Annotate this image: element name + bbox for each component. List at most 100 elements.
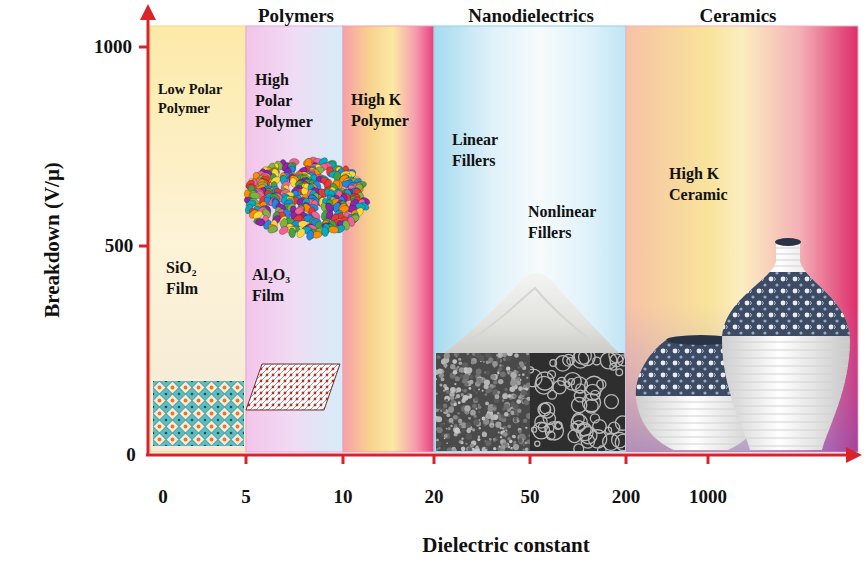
sem-grain: [460, 441, 463, 444]
sem-grain: [459, 425, 462, 428]
sem-grain: [436, 355, 440, 359]
sem-pore: [574, 444, 584, 451]
sem-grain: [436, 441, 441, 447]
lattice-atom: [191, 432, 194, 435]
sem-grain: [463, 389, 467, 393]
lattice-atom: [178, 432, 181, 435]
sem-grain: [498, 431, 500, 433]
sem-grain: [478, 404, 480, 406]
groove: [718, 365, 854, 366]
sem-grain: [458, 419, 462, 423]
sem-grain: [508, 394, 511, 397]
sem-grain: [443, 404, 448, 409]
sem-grain: [448, 427, 451, 430]
sem-grain: [462, 395, 468, 401]
sem-pore: [554, 422, 562, 430]
lattice-atom: [243, 445, 244, 446]
sem-grain: [471, 385, 475, 389]
sem-grain: [518, 430, 521, 433]
axis-tick: [245, 455, 248, 464]
lattice-atom: [191, 445, 194, 446]
sem-grain: [457, 412, 460, 415]
sem-grain: [510, 407, 513, 410]
sem-pore: [568, 430, 581, 443]
lattice-atom: [165, 381, 168, 382]
sem-grain: [445, 399, 448, 402]
sem-grain: [466, 422, 472, 428]
sem-grain: [468, 387, 471, 390]
lattice-atom: [158, 438, 162, 442]
sem-pore: [540, 403, 550, 413]
sem-grain: [502, 426, 507, 431]
sem-grain: [438, 447, 440, 449]
lattice-atom: [217, 381, 220, 382]
lattice-atom: [197, 399, 201, 403]
lattice-cell: [225, 414, 238, 427]
sem-grain: [526, 377, 528, 379]
sem-grain: [503, 426, 505, 428]
sem-grain: [510, 447, 513, 450]
sem-grain: [451, 399, 455, 403]
lattice-atom: [204, 445, 207, 446]
sem-grain: [450, 400, 456, 406]
sem-grain: [454, 353, 457, 356]
group-heading: Polymers: [258, 5, 334, 27]
sem-grain: [454, 353, 460, 356]
sem-grain: [491, 425, 494, 428]
sem-grain: [501, 440, 503, 442]
lattice-atom: [153, 381, 154, 382]
lattice-cell: [186, 414, 199, 427]
sem-grain: [489, 422, 494, 427]
sem-pore: [572, 353, 589, 368]
lattice-atom: [184, 412, 188, 416]
band-label: Al₂O₃ Film: [252, 265, 312, 307]
lattice-cell: [225, 401, 238, 414]
sem-grain: [491, 358, 493, 360]
sem-grain: [459, 367, 464, 372]
sem-grain: [485, 371, 490, 376]
lattice-atom: [243, 393, 244, 396]
sem-grain: [517, 420, 520, 423]
sem-texture: [436, 353, 530, 451]
lattice-atom: [210, 425, 214, 429]
sem-pore: [593, 420, 607, 434]
sem-grain: [493, 410, 495, 412]
sem-grain: [512, 435, 515, 438]
sem-pore: [548, 390, 557, 399]
groove: [718, 405, 854, 406]
tick-label: 1000: [689, 486, 727, 508]
lattice-cell: [212, 381, 225, 388]
lattice-cell: [225, 427, 238, 440]
sem-grain: [442, 408, 446, 412]
sem-grain: [485, 440, 491, 446]
sem-grain: [466, 353, 469, 355]
tick-label: 50: [521, 486, 540, 508]
sem-grain: [461, 413, 463, 415]
sem-grain: [524, 400, 529, 405]
sem-grain: [443, 447, 445, 449]
lattice-cell: [225, 440, 238, 447]
lattice-cell: [212, 440, 225, 447]
tick-label: 200: [612, 486, 641, 508]
tick-label: 20: [425, 486, 444, 508]
lattice-atom: [191, 393, 194, 396]
sem-grain: [524, 441, 527, 444]
sem-grain: [456, 394, 460, 398]
pellet: [306, 230, 315, 241]
band-fill: [246, 26, 343, 452]
band-fill: [343, 26, 434, 452]
sem-grain: [453, 370, 458, 375]
band-label: Low Polar Polymer: [158, 80, 244, 117]
lattice-atom: [230, 393, 233, 396]
lattice-atom: [210, 438, 214, 442]
lattice-atom: [210, 386, 214, 390]
pellet: [295, 227, 307, 239]
sem-grain: [455, 376, 460, 381]
sem-pore: [585, 384, 601, 400]
sem-grain: [478, 411, 480, 413]
sem-grain: [523, 448, 525, 450]
lattice-cell: [199, 414, 212, 427]
sem-grain: [524, 362, 527, 365]
pellet: [278, 225, 290, 236]
sem-grain: [461, 447, 465, 451]
